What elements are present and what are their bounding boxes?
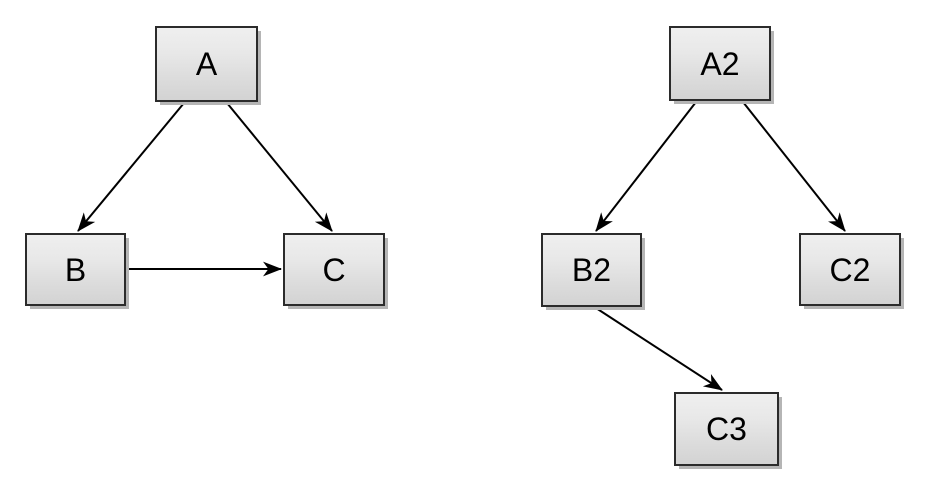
node-label-c: C bbox=[322, 251, 346, 288]
edge-a2-to-b2[interactable] bbox=[595, 101, 697, 232]
node-label-c2: C2 bbox=[829, 251, 871, 288]
node-c3[interactable]: C3 bbox=[674, 392, 779, 466]
edge-a2-to-c2[interactable] bbox=[742, 101, 846, 232]
node-c[interactable]: C bbox=[283, 233, 385, 306]
edges-group bbox=[77, 101, 846, 391]
node-label-c3: C3 bbox=[706, 411, 747, 447]
node-b2[interactable]: B2 bbox=[541, 233, 642, 307]
edge-a-to-b[interactable] bbox=[77, 102, 185, 232]
node-label-a2: A2 bbox=[700, 45, 740, 82]
edge-b2-to-c3[interactable] bbox=[595, 307, 723, 391]
node-label-a: A bbox=[195, 46, 218, 82]
node-label-b: B bbox=[64, 251, 87, 288]
node-a[interactable]: A bbox=[155, 26, 258, 102]
node-c2[interactable]: C2 bbox=[799, 233, 901, 306]
node-a2[interactable]: A2 bbox=[669, 26, 771, 101]
node-b[interactable]: B bbox=[25, 233, 126, 306]
node-label-b2: B2 bbox=[571, 252, 612, 288]
edge-a-to-c[interactable] bbox=[226, 102, 333, 232]
